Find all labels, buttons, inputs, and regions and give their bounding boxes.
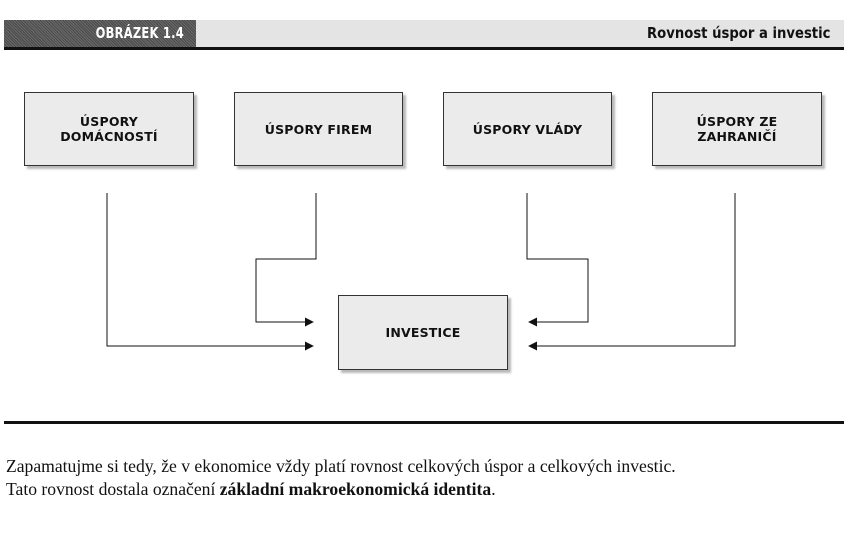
node-firm-savings: ÚSPORY FIREM (234, 92, 403, 166)
flow-households-to-investment (106, 193, 314, 351)
node-government-savings-label: ÚSPORY VLÁDY (472, 121, 583, 137)
body-line-2-text: Tato rovnost dostala označení (6, 479, 220, 499)
node-household-savings: ÚSPORY DOMÁCNOSTÍ (24, 92, 194, 166)
node-investment: INVESTICE (338, 295, 508, 370)
flow-government-to-investment (526, 193, 589, 327)
flow-arrows (106, 193, 736, 351)
figure-title: Rovnost úspor a investic (646, 24, 830, 42)
body-line-1: Zapamatujme si tedy, že v ekonomice vždy… (6, 456, 676, 476)
body-paragraph: Zapamatujme si tedy, že v ekonomice vždy… (6, 455, 846, 501)
node-foreign-savings: ÚSPORY ZE ZAHRANIČÍ (652, 92, 822, 166)
key-term: základní makroekonomická identita (219, 479, 492, 499)
node-foreign-savings-line2: ZAHRANIČÍ (697, 129, 777, 144)
node-household-savings-line2: DOMÁCNOSTÍ (60, 129, 158, 144)
figure-label: OBRÁZEK 1.4 (95, 24, 184, 42)
flow-firms-to-investment (255, 193, 317, 327)
footer-rule (4, 421, 844, 424)
node-government-savings: ÚSPORY VLÁDY (443, 92, 612, 166)
body-line-2: Tato rovnost dostala označení základní m… (6, 478, 846, 501)
flow-foreign-to-investment (528, 193, 736, 351)
header-rule (4, 47, 844, 50)
figure-label-box (4, 20, 196, 47)
node-investment-label: INVESTICE (385, 325, 461, 340)
node-firm-savings-label: ÚSPORY FIREM (264, 121, 373, 137)
body-line-2-end: . (491, 479, 496, 499)
node-household-savings-line1: ÚSPORY (79, 114, 139, 129)
node-foreign-savings-line1: ÚSPORY ZE (696, 114, 778, 129)
